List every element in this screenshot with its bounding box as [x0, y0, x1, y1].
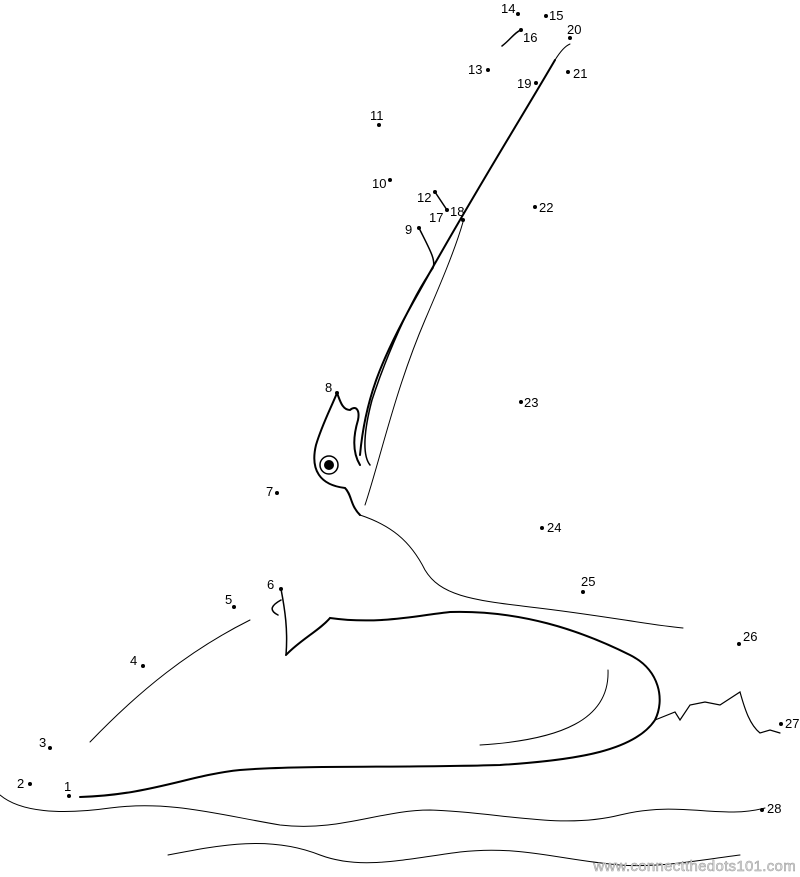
dot-label-2: 2: [17, 776, 24, 791]
outline-pouch: [364, 227, 435, 466]
outline-neck-front: [271, 588, 288, 656]
dot-label-9: 9: [405, 222, 412, 237]
dot-9: [417, 226, 421, 230]
dot-label-4: 4: [130, 653, 137, 668]
dot-27: [779, 722, 783, 726]
dot-label-19: 19: [517, 76, 531, 91]
dot-7: [275, 491, 279, 495]
dot-label-7: 7: [266, 484, 273, 499]
dot-label-24: 24: [547, 520, 561, 535]
outline-bill-tip: [554, 43, 571, 61]
outline-wing-line: [479, 669, 609, 746]
dot-21: [566, 70, 570, 74]
dot-3: [48, 746, 52, 750]
dot-25: [581, 590, 585, 594]
dot-label-15: 15: [549, 8, 563, 23]
dot-15: [544, 14, 548, 18]
dot-label-22: 22: [539, 200, 553, 215]
dot-1: [67, 794, 71, 798]
dot-20: [568, 36, 572, 40]
dot-19: [534, 81, 538, 85]
outline-tail: [654, 691, 781, 734]
outline-chest: [89, 619, 251, 743]
dot-24: [540, 526, 544, 530]
dot-label-10: 10: [372, 176, 386, 191]
dot-11: [377, 123, 381, 127]
outline-neck: [359, 514, 684, 629]
outline-back: [79, 610, 661, 798]
dot-12: [433, 190, 437, 194]
dot-label-12: 12: [417, 190, 431, 205]
dot-4: [141, 664, 145, 668]
dot-17: [445, 208, 449, 212]
dot-23: [519, 400, 523, 404]
dot-8: [335, 391, 339, 395]
dot-label-6: 6: [267, 577, 274, 592]
dot-label-23: 23: [524, 395, 538, 410]
dot-label-14: 14: [501, 1, 515, 16]
dot-16: [519, 28, 523, 32]
dot-label-28: 28: [767, 801, 781, 816]
outline-crest: [434, 29, 522, 211]
dot-26: [737, 642, 741, 646]
outline-water-1: [0, 794, 766, 827]
dot-label-1: 1: [64, 779, 71, 794]
outline-bill-lower: [364, 221, 464, 506]
dot-label-16: 16: [523, 30, 537, 45]
dot-label-20: 20: [567, 22, 581, 37]
dot-18: [461, 218, 465, 222]
dot-10: [388, 178, 392, 182]
dot-label-11: 11: [370, 108, 384, 123]
outline-head: [313, 392, 361, 516]
dot-label-26: 26: [743, 629, 757, 644]
dot-13: [486, 68, 490, 72]
dot-label-13: 13: [468, 62, 482, 77]
watermark: www.connectthedots101.com: [593, 858, 796, 876]
dot-label-25: 25: [581, 574, 595, 589]
dot-label-18: 18: [450, 204, 464, 219]
outline-water-2: [167, 843, 741, 867]
dot-22: [533, 205, 537, 209]
dot-label-17: 17: [429, 210, 443, 225]
dot-label-5: 5: [225, 592, 232, 607]
dot-label-21: 21: [573, 66, 587, 81]
dot-label-27: 27: [785, 716, 799, 731]
dot-28: [760, 808, 764, 812]
dot-6: [279, 587, 283, 591]
dot-5: [232, 605, 236, 609]
dot-label-8: 8: [325, 380, 332, 395]
dot-2: [28, 782, 32, 786]
dot-label-3: 3: [39, 735, 46, 750]
eye-pupil: [324, 460, 334, 470]
dot-14: [516, 12, 520, 16]
